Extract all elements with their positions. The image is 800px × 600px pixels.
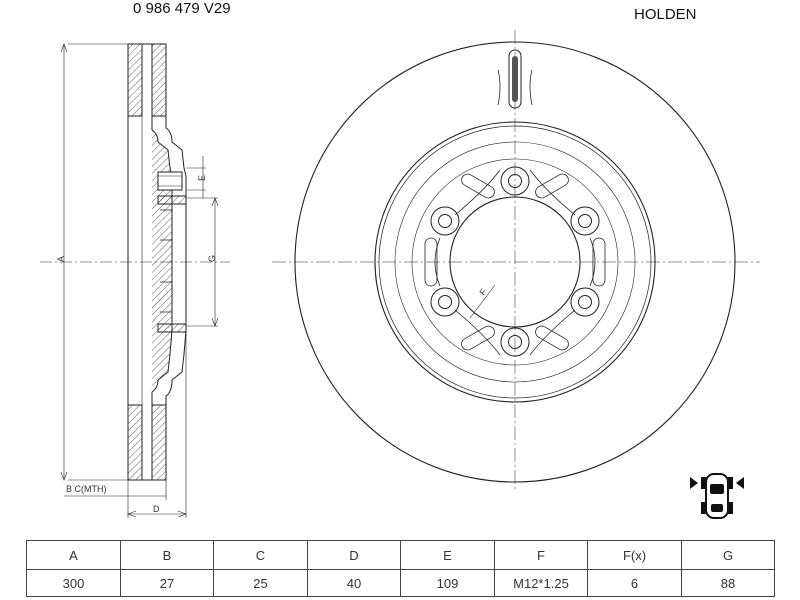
spec-header: B: [120, 540, 214, 570]
spec-header: F(x): [587, 540, 682, 570]
spec-value: 300: [26, 569, 121, 597]
spec-value-row: 300 27 25 40 109 M12*1.25 6 88: [26, 569, 775, 597]
spec-value: 40: [307, 569, 401, 597]
spec-value: M12*1.25: [494, 569, 588, 597]
spec-header: F: [494, 540, 588, 570]
dimension-label-g: G: [207, 255, 217, 262]
dimension-label-d: D: [153, 504, 160, 514]
dimension-label-a: A: [56, 256, 66, 262]
spec-value: 27: [120, 569, 214, 597]
front-view: [272, 30, 760, 490]
brand-name: HOLDEN: [634, 6, 697, 23]
spec-header: E: [400, 540, 495, 570]
dimension-label-f: F: [477, 286, 489, 297]
dimension-label-b-c: B C(MTH): [66, 484, 107, 494]
spec-table: A B C D E F F(x) G 300 27 25 40 109 M12*…: [26, 540, 775, 597]
part-number: 0 986 479 V29: [133, 0, 231, 17]
car-front-axle-icon: [690, 473, 744, 519]
spec-value: 109: [400, 569, 495, 597]
side-section-view: [40, 43, 230, 518]
spec-header: G: [681, 540, 775, 570]
spec-header: C: [213, 540, 308, 570]
spec-value: 25: [213, 569, 308, 597]
spec-header-row: A B C D E F F(x) G: [26, 540, 775, 570]
spec-value: 88: [681, 569, 775, 597]
spec-value: 6: [587, 569, 682, 597]
dimension-label-e: E: [197, 175, 207, 181]
technical-drawing: A B C(MTH) D E G: [40, 30, 760, 519]
spec-header: D: [307, 540, 401, 570]
spec-header: A: [26, 540, 121, 570]
